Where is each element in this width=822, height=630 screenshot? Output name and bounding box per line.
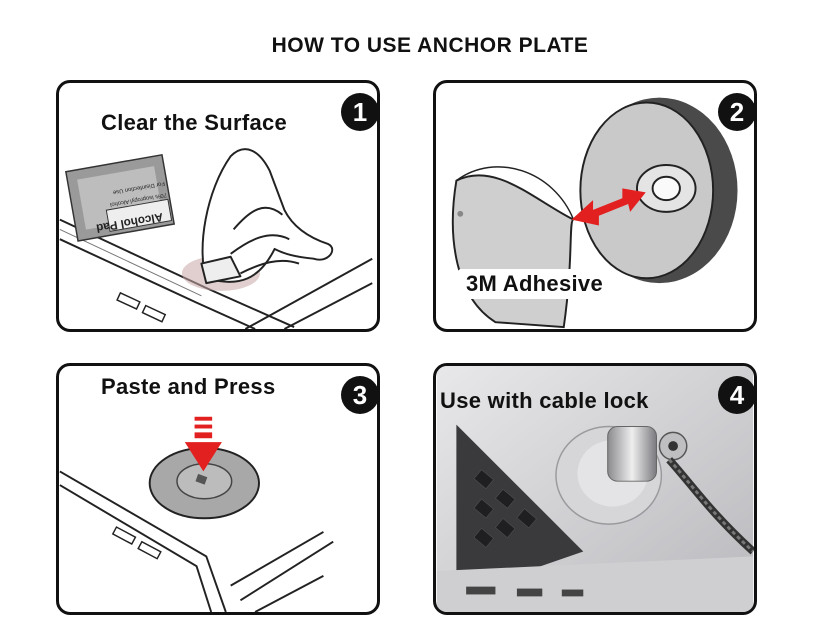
step-1-label: Clear the Surface — [101, 110, 288, 135]
step-3-number-badge: 3 — [341, 376, 377, 414]
step-panel-4: Use with cable lock 4 — [433, 363, 757, 615]
paste-press-illustration — [59, 416, 334, 612]
clean-surface-illustration: Alcohol Pad 70% Isopropyl Alcohol For Di… — [59, 148, 373, 329]
step-4-label: Use with cable lock — [440, 388, 649, 413]
step-3-label: Paste and Press — [101, 374, 276, 399]
step-2-label: 3M Adhesive — [458, 269, 611, 299]
step-1-number-badge: 1 — [341, 93, 377, 131]
step-panel-2: 3M Adhesive 2 — [433, 80, 757, 332]
step-4-number-badge: 4 — [718, 376, 754, 414]
cable-lock-photo — [436, 366, 754, 612]
step-panel-3: Paste and Press 3 — [56, 363, 380, 615]
step-panel-1: Alcohol Pad 70% Isopropyl Alcohol For Di… — [56, 80, 380, 332]
step-2-number-badge: 2 — [718, 93, 754, 131]
page-title: HOW TO USE ANCHOR PLATE — [271, 34, 589, 57]
